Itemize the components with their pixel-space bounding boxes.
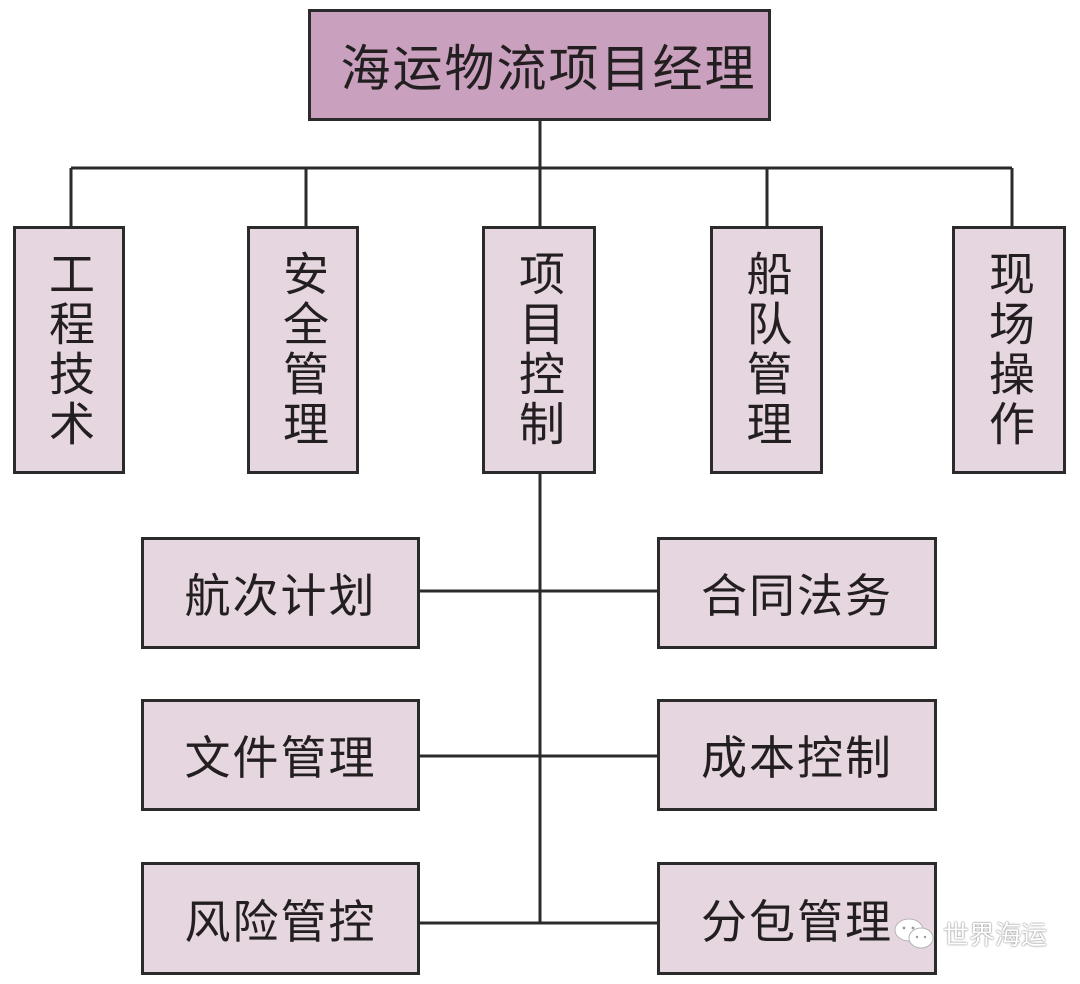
wechat-icon [893, 916, 937, 952]
root-node-label: 海运物流项目经理 [340, 40, 757, 98]
sub-node-document-management: 文件管理 [141, 699, 420, 811]
department-node-engineering: 工程技术 [13, 226, 125, 474]
sub-node-subcontract-management: 分包管理 [657, 862, 937, 975]
department-node-site-operations: 现场操作 [952, 226, 1066, 474]
sub-node-label: 文件管理 [184, 731, 377, 785]
department-node-safety: 安全管理 [247, 226, 359, 474]
department-label: 工程技术 [42, 250, 96, 450]
department-node-project-control: 项目控制 [482, 226, 596, 474]
department-node-fleet: 船队管理 [710, 226, 823, 474]
department-label: 项目控制 [512, 250, 566, 450]
sub-node-label: 分包管理 [701, 894, 893, 949]
department-label: 现场操作 [982, 250, 1036, 450]
sub-node-contracts-legal: 合同法务 [657, 537, 937, 649]
sub-node-risk-control: 风险管控 [141, 862, 420, 975]
watermark: 世界海运 [893, 915, 1047, 952]
watermark-text: 世界海运 [943, 921, 1048, 951]
department-label: 安全管理 [276, 250, 330, 450]
sub-node-label: 风险管控 [184, 894, 377, 949]
sub-node-label: 航次计划 [184, 569, 377, 623]
sub-node-cost-control: 成本控制 [657, 699, 937, 811]
sub-node-label: 合同法务 [701, 569, 893, 623]
sub-node-label: 成本控制 [701, 731, 893, 785]
sub-node-voyage-planning: 航次计划 [141, 537, 420, 649]
root-node: 海运物流项目经理 [308, 9, 771, 121]
department-label: 船队管理 [739, 250, 794, 450]
